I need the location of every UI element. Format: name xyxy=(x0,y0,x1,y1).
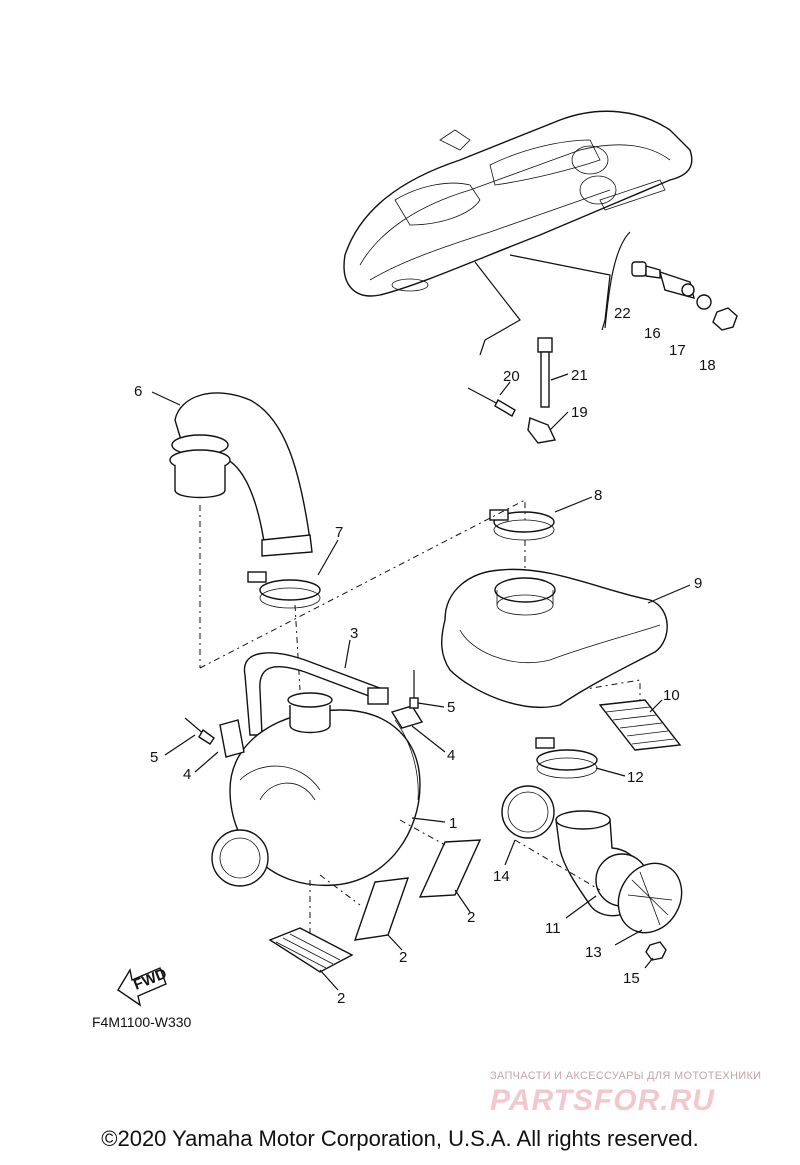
part-1-silencer xyxy=(211,692,421,887)
callout-17: 17 xyxy=(669,342,686,359)
part-21-cable-tie xyxy=(537,337,553,408)
leader-craft-left xyxy=(474,261,521,356)
callout-10: 10 xyxy=(663,687,680,704)
part-3-strap xyxy=(243,652,389,736)
callout-22: 22 xyxy=(614,305,631,322)
callout-5b: 5 xyxy=(447,699,455,716)
callout-2a: 2 xyxy=(467,909,475,926)
part-10-pad xyxy=(598,699,682,751)
watermark-tagline: ЗАПЧАСТИ И АКСЕССУАРЫ ДЛЯ МОТОТЕХНИКИ xyxy=(490,1070,762,1082)
ref-line-mid xyxy=(294,604,301,691)
ref-line-pad-a xyxy=(399,819,446,846)
part-19-clip xyxy=(527,417,557,444)
copyright-notice: ©2020 Yamaha Motor Corporation, U.S.A. A… xyxy=(101,1126,699,1151)
callout-1: 1 xyxy=(449,815,457,832)
part-15-nut xyxy=(645,941,667,961)
callout-20: 20 xyxy=(503,368,520,385)
callout-6: 6 xyxy=(134,383,142,400)
part-13-screen xyxy=(617,862,683,934)
callout-4a: 4 xyxy=(183,766,191,783)
drawing-code: F4M1100-W330 xyxy=(92,1014,192,1030)
ref-line-tank-bottom xyxy=(579,679,641,700)
part-2-pad-a xyxy=(418,839,482,898)
part-4-bracket-left xyxy=(219,719,245,758)
callout-13: 13 xyxy=(585,944,602,961)
part-22-fitting xyxy=(631,261,661,279)
callout-12: 12 xyxy=(627,769,644,786)
part-4-bracket-right xyxy=(390,705,424,729)
callout-16: 16 xyxy=(644,325,661,342)
part-17-washer xyxy=(696,294,712,310)
ref-line-top xyxy=(199,499,526,669)
part-18-nut xyxy=(712,307,738,331)
watercraft-illustration xyxy=(343,110,693,297)
callout-4b: 4 xyxy=(447,747,455,764)
callout-3: 3 xyxy=(350,625,358,642)
callout-5a: 5 xyxy=(150,749,158,766)
callout-14: 14 xyxy=(493,868,510,885)
callout-15: 15 xyxy=(623,970,640,987)
fwd-arrow-icon: FWD xyxy=(117,965,169,1007)
callout-11: 11 xyxy=(545,920,561,937)
callout-7: 7 xyxy=(335,524,343,541)
callout-2b: 2 xyxy=(399,949,407,966)
callout-2c: 2 xyxy=(337,990,345,1007)
part-6-duct xyxy=(169,392,313,557)
bracket-right xyxy=(604,231,631,329)
part-14-ring xyxy=(501,785,555,839)
part-20-rivet xyxy=(467,387,516,417)
part-2-pad-c xyxy=(268,927,354,973)
callout-19: 19 xyxy=(571,404,588,421)
callout-leaders xyxy=(151,373,691,991)
ref-line-elbow xyxy=(514,839,601,891)
leader-craft-right xyxy=(509,254,611,331)
part-16-nipple xyxy=(658,270,695,299)
watermark-logo: PARTSFOR.RU xyxy=(490,1084,715,1117)
callout-21: 21 xyxy=(571,367,588,384)
callout-18: 18 xyxy=(699,357,716,374)
part-2-pad-b xyxy=(353,877,410,941)
part-12-clamp xyxy=(535,737,598,779)
callout-8: 8 xyxy=(594,487,602,504)
part-9-tank xyxy=(441,568,668,708)
part-7-clamp xyxy=(247,571,321,609)
part-5-bolt-left xyxy=(184,717,215,745)
callout-9: 9 xyxy=(694,575,702,592)
part-8-clamp xyxy=(489,509,555,541)
part-5-bolt-right xyxy=(409,670,419,709)
